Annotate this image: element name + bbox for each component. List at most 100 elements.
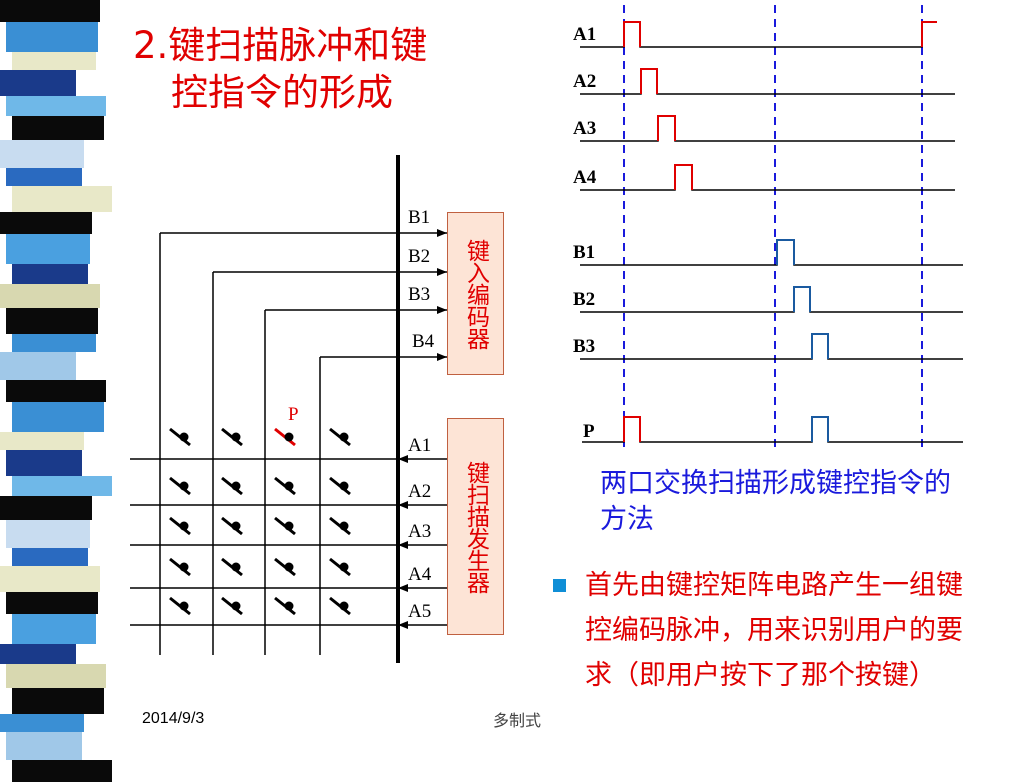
scan-generator-box-label: 键扫描发生器 xyxy=(462,460,489,593)
a-label: A5 xyxy=(408,601,431,622)
key-contact xyxy=(284,481,294,491)
stripe-block xyxy=(12,186,112,212)
arrow-head xyxy=(437,353,447,361)
timing-label: B1 xyxy=(573,242,595,263)
encoder-box-label: 键入编码器 xyxy=(462,238,489,349)
bullet-square-icon xyxy=(553,579,566,592)
stripe-block xyxy=(6,450,82,476)
stripe-block xyxy=(6,664,106,688)
decorative-stripe xyxy=(0,0,112,782)
pulse xyxy=(776,239,795,265)
key-contact xyxy=(231,432,241,442)
stripe-block xyxy=(12,614,96,644)
page-title: 2.键扫描脉冲和键 控指令的形成 xyxy=(133,22,513,116)
timing-trace xyxy=(580,164,955,191)
timing-label: A2 xyxy=(573,71,596,92)
stripe-block xyxy=(12,688,104,714)
key-contact xyxy=(179,562,189,572)
stripe-block xyxy=(6,96,106,116)
timing-trace xyxy=(580,21,937,48)
key-contact xyxy=(284,601,294,611)
footer-date: 2014/9/3 xyxy=(142,710,205,727)
stripe-block xyxy=(6,168,82,186)
key-contact xyxy=(231,521,241,531)
timing-label: P xyxy=(583,421,595,442)
key-contact xyxy=(231,562,241,572)
p-label: P xyxy=(288,404,299,425)
stripe-block xyxy=(0,140,84,168)
b-label: B2 xyxy=(408,246,430,267)
arrow-head xyxy=(398,455,408,463)
stripe-block xyxy=(12,264,88,284)
stripe-block xyxy=(6,592,98,614)
a-label: A3 xyxy=(408,521,431,542)
pulse xyxy=(921,21,937,47)
diagram-caption: 两口交换扫描形成键控指令的方法 xyxy=(600,468,951,535)
stripe-block xyxy=(0,566,100,592)
stripe-block xyxy=(0,432,84,450)
key-contact xyxy=(284,562,294,572)
stripe-block xyxy=(12,402,104,432)
timing-trace xyxy=(580,286,963,313)
stripe-block xyxy=(12,548,88,566)
key-contact xyxy=(339,601,349,611)
pulse xyxy=(657,115,676,141)
arrow-head xyxy=(437,268,447,276)
key-contact xyxy=(179,481,189,491)
stripe-block xyxy=(0,496,92,520)
stripe-block xyxy=(0,70,76,96)
stripe-block xyxy=(0,212,92,234)
stripe-block xyxy=(0,284,100,308)
key-contact xyxy=(179,432,189,442)
arrow-head xyxy=(398,584,408,592)
a-label: A4 xyxy=(408,564,432,585)
pulse xyxy=(623,21,641,47)
title-line-1: 2.键扫描脉冲和键 xyxy=(133,24,428,67)
key-contact xyxy=(339,432,349,442)
key-contact xyxy=(339,481,349,491)
stripe-block xyxy=(6,308,98,334)
key-contact xyxy=(284,432,294,442)
key-contact xyxy=(339,521,349,531)
stripe-block xyxy=(6,520,90,548)
timing-label: B3 xyxy=(573,336,595,357)
stripe-block xyxy=(0,0,100,22)
stripe-block xyxy=(6,732,82,760)
key-contact xyxy=(179,521,189,531)
pulse xyxy=(793,286,811,312)
timing-label: B2 xyxy=(573,289,595,310)
encoder-box: 键入编码器 xyxy=(447,212,504,375)
timing-label: A1 xyxy=(573,24,596,45)
key-contact xyxy=(284,521,294,531)
stripe-block xyxy=(12,476,112,496)
pulse xyxy=(811,416,829,442)
arrow-head xyxy=(437,229,447,237)
stripe-block xyxy=(6,22,98,52)
pulse xyxy=(623,416,641,442)
stripe-block xyxy=(0,644,76,664)
timing-trace xyxy=(580,68,955,95)
pulse xyxy=(811,333,829,359)
stripe-block xyxy=(6,380,106,402)
timing-label: A4 xyxy=(573,167,597,188)
scan-generator-box: 键扫描发生器 xyxy=(447,418,504,635)
stripe-block xyxy=(6,234,90,264)
arrow-head xyxy=(398,501,408,509)
b-label: B1 xyxy=(408,207,430,228)
stripe-block xyxy=(12,334,96,352)
key-contact xyxy=(231,481,241,491)
timing-label: A3 xyxy=(573,118,596,139)
pulse xyxy=(674,164,693,190)
key-contact xyxy=(339,562,349,572)
timing-trace xyxy=(580,333,963,360)
stripe-block xyxy=(0,714,84,732)
bullet-text: 首先由键控矩阵电路产生一组键控编码脉冲，用来识别用户的要求（即用户按下了那个按键… xyxy=(585,570,963,691)
key-contact xyxy=(231,601,241,611)
stripe-block xyxy=(12,116,104,140)
arrow-head xyxy=(398,621,408,629)
key-contact xyxy=(179,601,189,611)
timing-trace xyxy=(580,115,955,142)
